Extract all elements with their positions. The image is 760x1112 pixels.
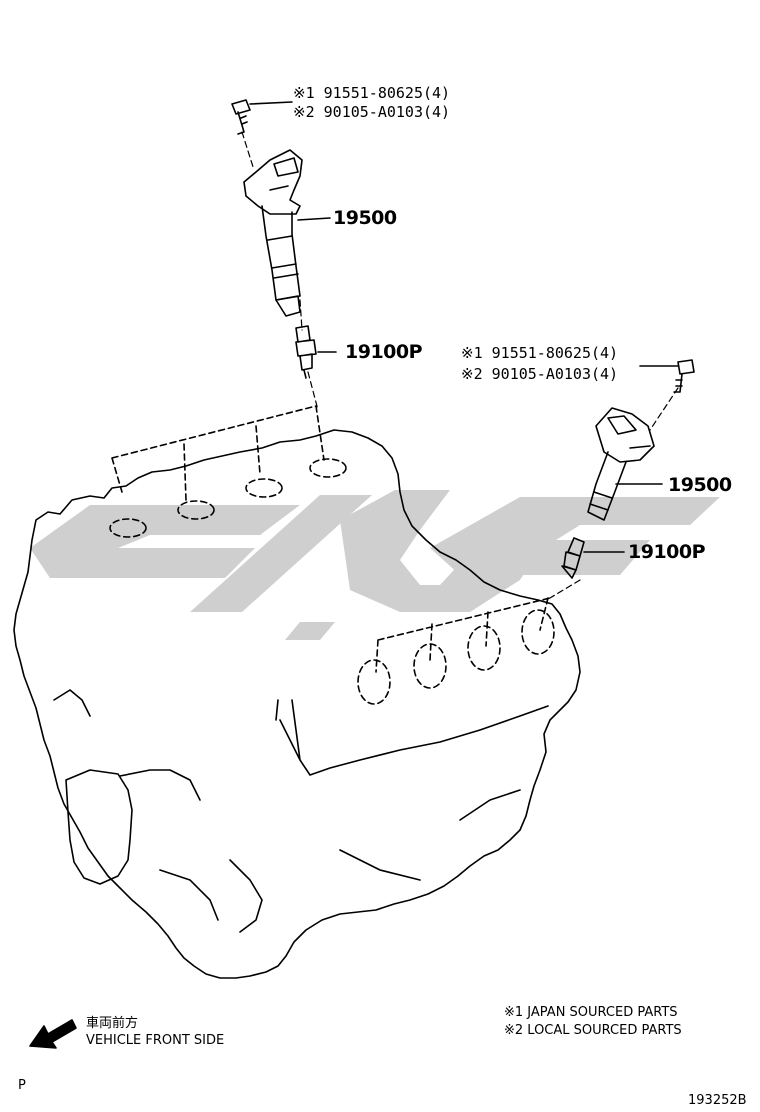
right-coil-part-number: 19500 bbox=[668, 474, 732, 496]
right-bolt-label-line1: ※1 91551-80625(4) bbox=[461, 344, 619, 362]
top-plug-part-number: 19100P bbox=[345, 341, 423, 363]
right-bolt bbox=[639, 359, 695, 393]
diagram-id: 193252B bbox=[688, 1093, 747, 1108]
vehicle-front-label-jp: 車両前方 bbox=[86, 1016, 139, 1031]
engine-detail-lines bbox=[53, 689, 549, 933]
engine-block-outline bbox=[13, 429, 581, 979]
top-ignition-coil bbox=[243, 149, 331, 317]
right-spark-plug bbox=[561, 537, 625, 579]
vehicle-front-label-en: VEHICLE FRONT SIDE bbox=[86, 1033, 225, 1048]
top-bolt-label-line1: ※1 91551-80625(4) bbox=[293, 84, 451, 102]
alignment-lines bbox=[241, 131, 679, 599]
watermark-logo bbox=[30, 490, 720, 640]
top-cylinder-bank bbox=[109, 405, 347, 538]
right-ignition-coil bbox=[587, 407, 663, 521]
top-coil-part-number: 19500 bbox=[333, 207, 397, 229]
footer-code-left: P bbox=[18, 1078, 26, 1093]
vehicle-front-arrow-icon bbox=[29, 1019, 77, 1049]
right-cylinder-bank bbox=[357, 597, 555, 705]
right-plug-part-number: 19100P bbox=[628, 541, 706, 563]
right-bolt-label-line2: ※2 90105-A0103(4) bbox=[461, 365, 619, 383]
top-spark-plug bbox=[295, 325, 337, 379]
legend-note-japan-sourced: ※1 JAPAN SOURCED PARTS bbox=[504, 1005, 678, 1020]
top-bolt bbox=[231, 99, 293, 135]
legend-note-local-sourced: ※2 LOCAL SOURCED PARTS bbox=[504, 1023, 682, 1038]
top-bolt-label-line2: ※2 90105-A0103(4) bbox=[293, 103, 451, 121]
